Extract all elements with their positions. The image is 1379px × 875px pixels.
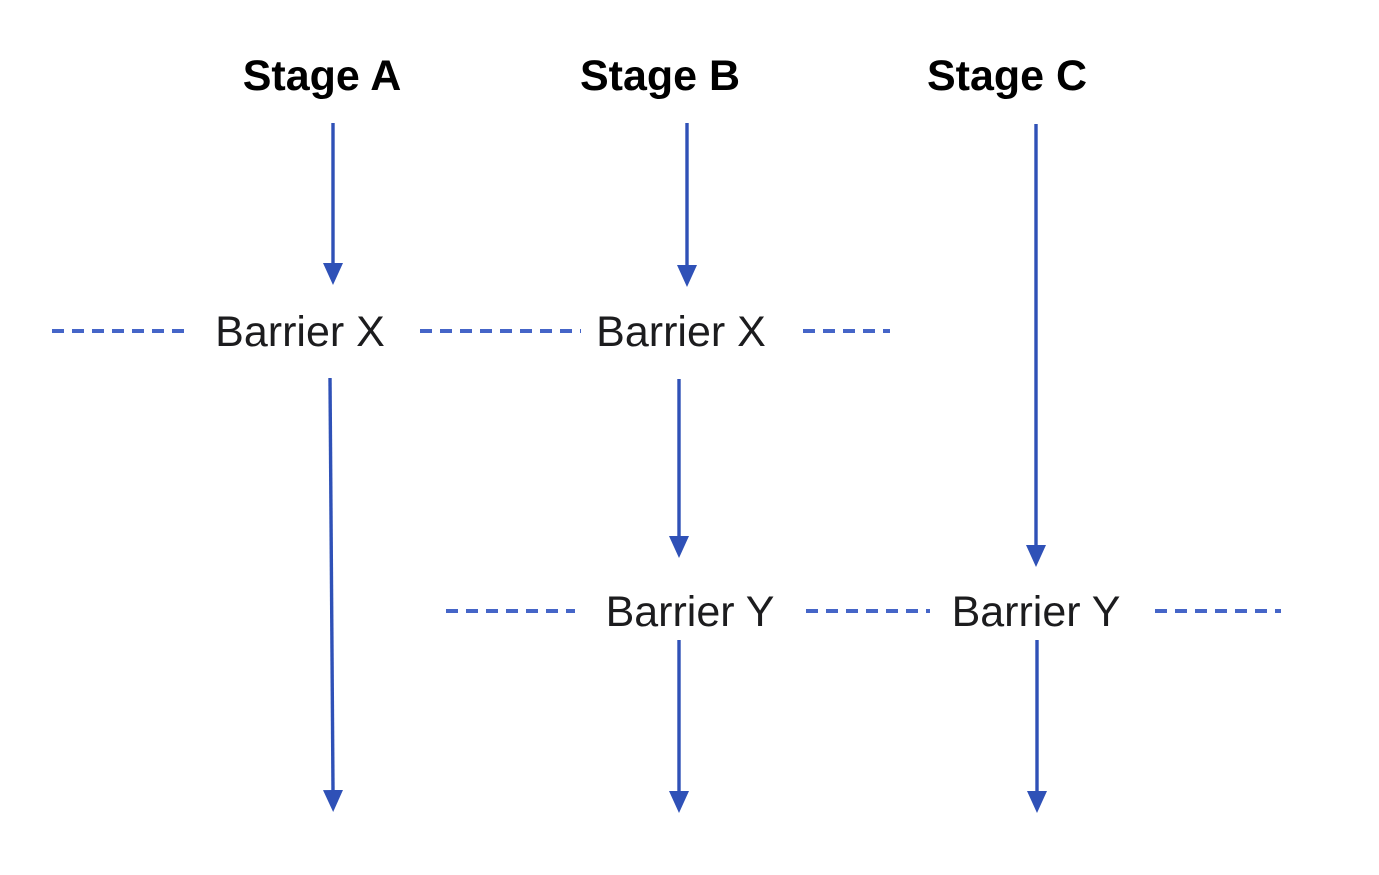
barrier-x-label-stage-b: Barrier X: [596, 308, 766, 356]
stage-c-title: Stage C: [927, 52, 1087, 100]
barrier-y-label-stage-c: Barrier Y: [952, 588, 1121, 636]
barrier-y-label-stage-b: Barrier Y: [606, 588, 775, 636]
stage-a-arrow-to-bottom: [323, 377, 343, 812]
barrier-x-label-stage-a: Barrier X: [215, 308, 385, 356]
barrier-y-row: Barrier Y Barrier Y: [446, 588, 1281, 636]
barrier-x-row: Barrier X Barrier X: [52, 308, 890, 356]
stage-b-title: Stage B: [580, 52, 740, 100]
stage-a-title: Stage A: [243, 52, 402, 100]
